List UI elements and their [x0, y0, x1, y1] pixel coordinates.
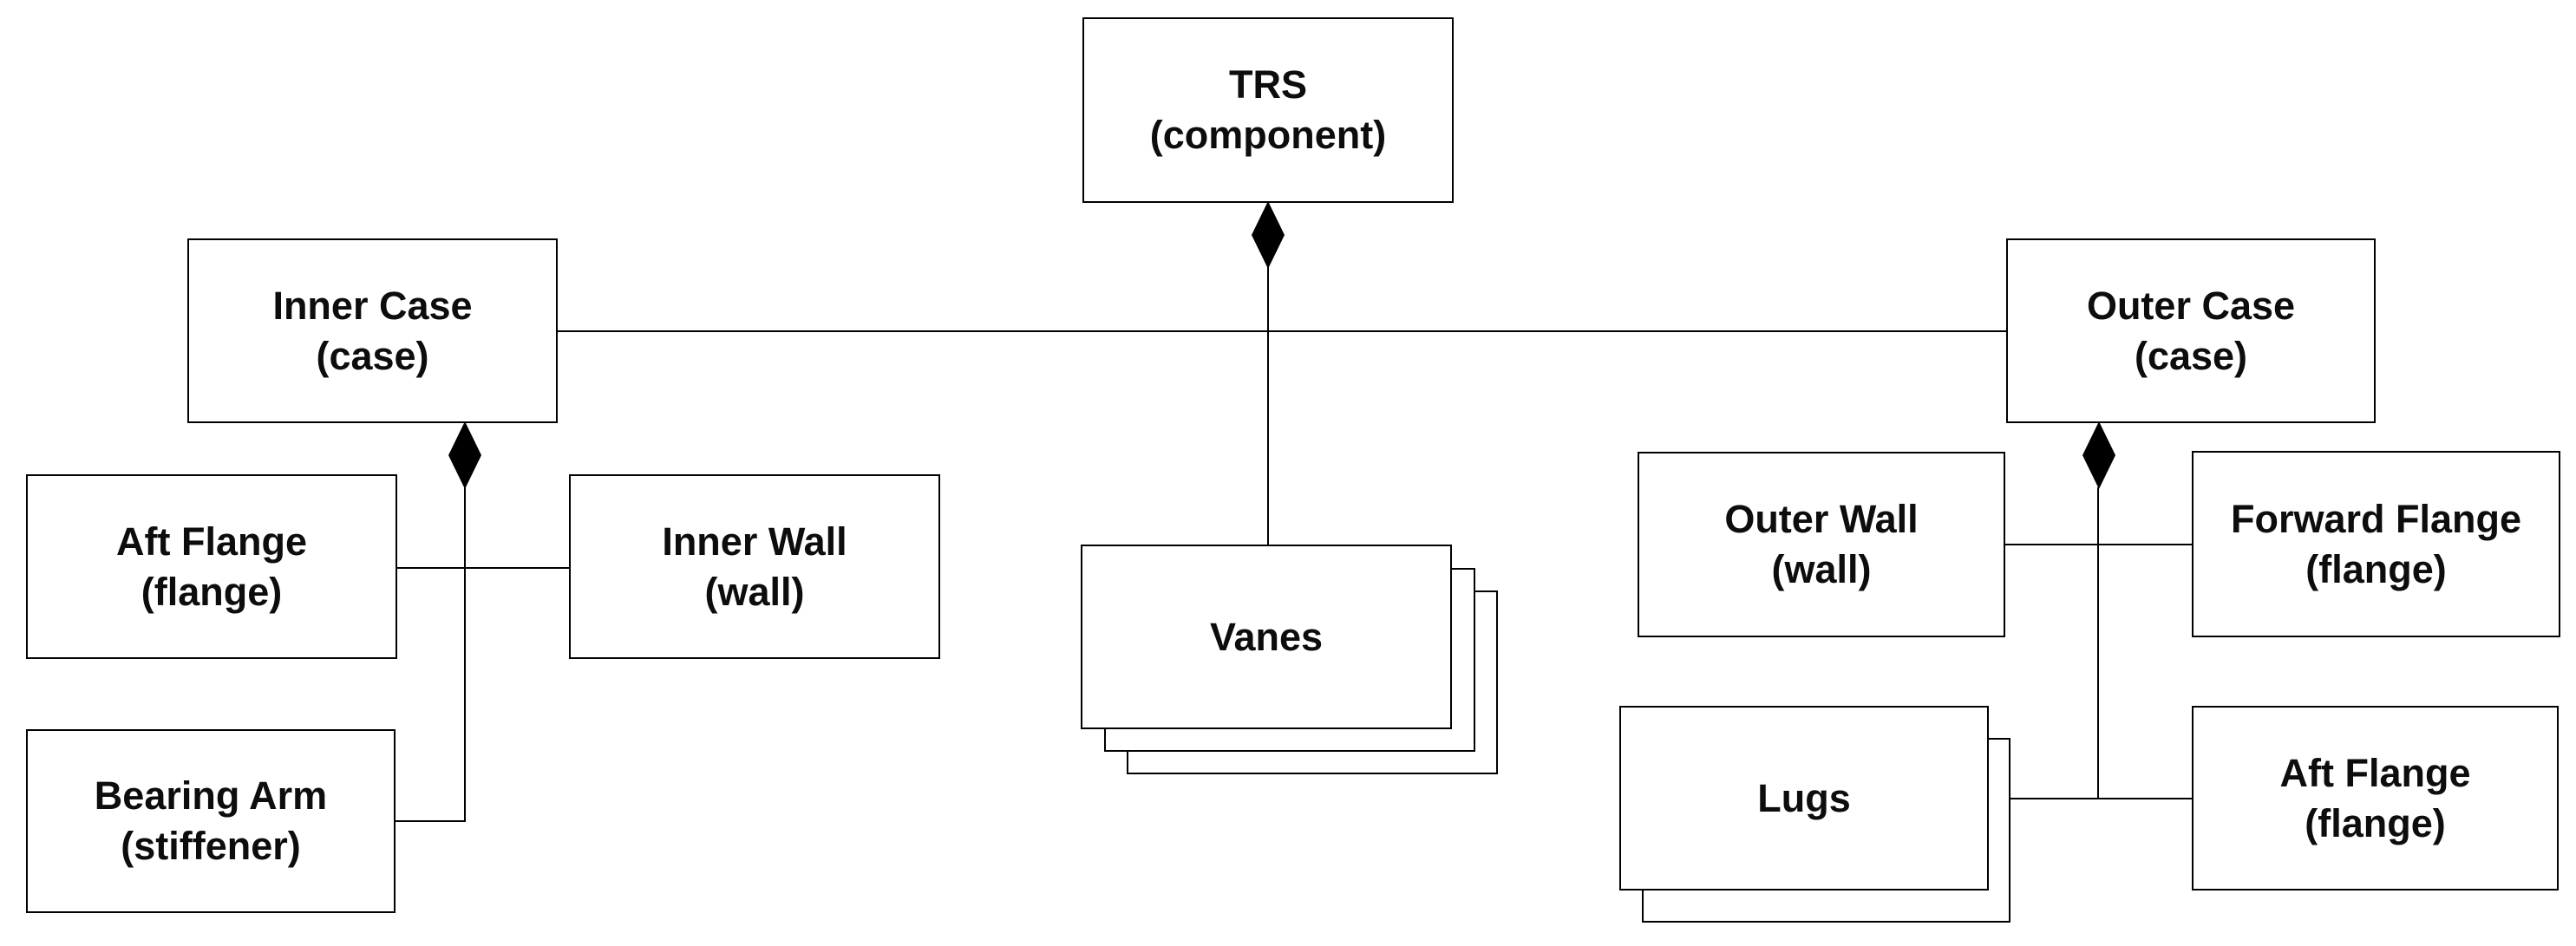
- node-label: Inner Wall: [662, 519, 847, 564]
- node-sublabel: (case): [316, 333, 429, 378]
- node-label: Lugs: [1757, 775, 1851, 820]
- connector-outerwall-fwdflange: [2004, 544, 2194, 545]
- node-inner-wall: Inner Wall (wall): [569, 474, 940, 659]
- connector-inner-outer-case: [558, 330, 2006, 332]
- node-sublabel: (flange): [2305, 800, 2446, 845]
- node-sublabel: (flange): [2305, 546, 2447, 591]
- node-label: Inner Case: [272, 283, 473, 328]
- node-label: Outer Case: [2086, 283, 2296, 328]
- node-label: Aft Flange: [2279, 750, 2471, 795]
- node-label: Forward Flange: [2230, 496, 2522, 541]
- node-label: Bearing Arm: [94, 773, 328, 818]
- node-aft-flange-outer: Aft Flange (flange): [2192, 706, 2559, 891]
- connector-lugs-aftflange: [1989, 798, 2194, 799]
- node-lugs: Lugs: [1619, 706, 1989, 891]
- connector-bearing-arm: [396, 820, 466, 822]
- node-sublabel: (wall): [1771, 547, 1872, 591]
- node-inner-case: Inner Case (case): [187, 238, 558, 423]
- node-trs: TRS (component): [1082, 17, 1454, 203]
- node-outer-case: Outer Case (case): [2006, 238, 2376, 423]
- connector-outer-case-trunk: [2097, 487, 2099, 799]
- connector-inner-case-trunk: [464, 486, 466, 822]
- node-bearing-arm: Bearing Arm (stiffener): [26, 729, 396, 913]
- connector-trs-trunk: [1267, 264, 1269, 545]
- node-forward-flange: Forward Flange (flange): [2192, 451, 2560, 637]
- node-sublabel: (component): [1149, 113, 1387, 157]
- node-vanes: Vanes: [1081, 545, 1452, 729]
- composition-diamond-icon: [2082, 421, 2115, 489]
- composition-diamond-icon: [1252, 201, 1285, 269]
- composition-diamond-icon: [448, 421, 481, 489]
- node-sublabel: (stiffener): [121, 824, 301, 868]
- connector-aftflange-innerwall: [396, 567, 571, 569]
- node-sublabel: (case): [2134, 333, 2248, 378]
- node-sublabel: (wall): [704, 569, 805, 614]
- node-outer-wall: Outer Wall (wall): [1638, 452, 2005, 637]
- node-label: Aft Flange: [116, 519, 307, 564]
- node-aft-flange-inner: Aft Flange (flange): [26, 474, 397, 659]
- node-label: TRS: [1229, 62, 1307, 107]
- node-label: Outer Wall: [1724, 497, 1919, 541]
- node-label: Vanes: [1209, 614, 1324, 659]
- node-sublabel: (flange): [141, 569, 283, 614]
